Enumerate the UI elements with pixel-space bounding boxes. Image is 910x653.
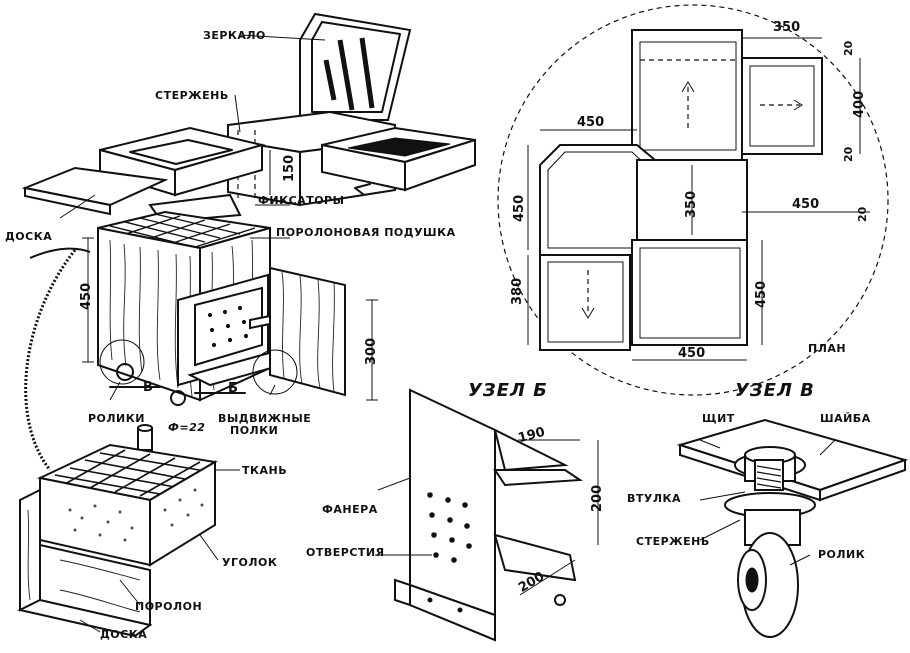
label-rod-top: СТЕРЖЕНЬ xyxy=(155,89,229,102)
label-pullout-shelves-2: ПОЛКИ xyxy=(230,424,279,437)
cushion-section xyxy=(17,424,240,638)
marker-v: В xyxy=(143,380,154,395)
label-bushing: ВТУЛКА xyxy=(627,492,682,505)
dim-450-left: 450 xyxy=(79,282,94,310)
label-roller: РОЛИК xyxy=(818,548,866,561)
title-node-v: УЗЕЛ В xyxy=(735,380,815,401)
plan-dim-20-c: 20 xyxy=(856,206,869,222)
plan-view xyxy=(497,4,889,396)
plan-dim-350-top: 350 xyxy=(773,20,801,35)
label-shield: ЩИТ xyxy=(702,412,735,425)
label-angle: УГОЛОК xyxy=(222,556,278,569)
label-fabric: ТКАНЬ xyxy=(242,464,288,477)
plan-dim-380: 380 xyxy=(510,277,525,305)
cabinet-body xyxy=(24,34,378,471)
plan-dim-20-b: 20 xyxy=(842,146,855,162)
label-rollers: РОЛИКИ xyxy=(88,412,145,425)
plan-dim-450-bottom: 450 xyxy=(678,346,706,361)
plan-dim-350-mid: 350 xyxy=(684,190,699,218)
label-plan: ПЛАН xyxy=(808,342,847,355)
plan-dim-400: 400 xyxy=(852,90,867,118)
label-clamps: ФИКСАТОРЫ xyxy=(258,194,345,207)
label-rod-node: СТЕРЖЕНЬ xyxy=(636,535,710,548)
label-washer: ШАЙБА xyxy=(820,412,871,425)
label-foam: ПОРОЛОН xyxy=(135,600,203,613)
label-board-top: ДОСКА xyxy=(5,230,53,243)
plan-dim-450-left: 450 xyxy=(512,194,527,222)
vanity-top-assembly xyxy=(21,12,476,224)
marker-b: Б xyxy=(228,381,239,396)
plan-dim-450-top: 450 xyxy=(577,115,605,130)
plan-dim-450-right-v: 450 xyxy=(754,280,769,308)
plan-dim-20-a: 20 xyxy=(842,40,855,56)
label-mirror: ЗЕРКАЛО xyxy=(203,29,266,42)
dim-300: 300 xyxy=(364,337,379,365)
label-foam-cushion: ПОРОЛОНОВАЯ ПОДУШКА xyxy=(276,226,456,239)
node-v-drawing xyxy=(676,418,909,638)
title-node-b: УЗЕЛ Б xyxy=(468,380,548,401)
label-diameter: Ф=22 xyxy=(168,421,206,434)
label-plywood: ФАНЕРА xyxy=(322,503,378,516)
plan-dim-450-right-h: 450 xyxy=(792,197,820,212)
dim-200-vert: 200 xyxy=(590,484,605,512)
label-board-bottom: ДОСКА xyxy=(100,628,148,641)
label-pullout-shelves-1: ВЫДВИЖНЫЕ xyxy=(218,412,312,425)
node-b-drawing xyxy=(375,388,599,642)
dim-150: 150 xyxy=(282,154,297,182)
label-holes: ОТВЕРСТИЯ xyxy=(306,546,385,559)
